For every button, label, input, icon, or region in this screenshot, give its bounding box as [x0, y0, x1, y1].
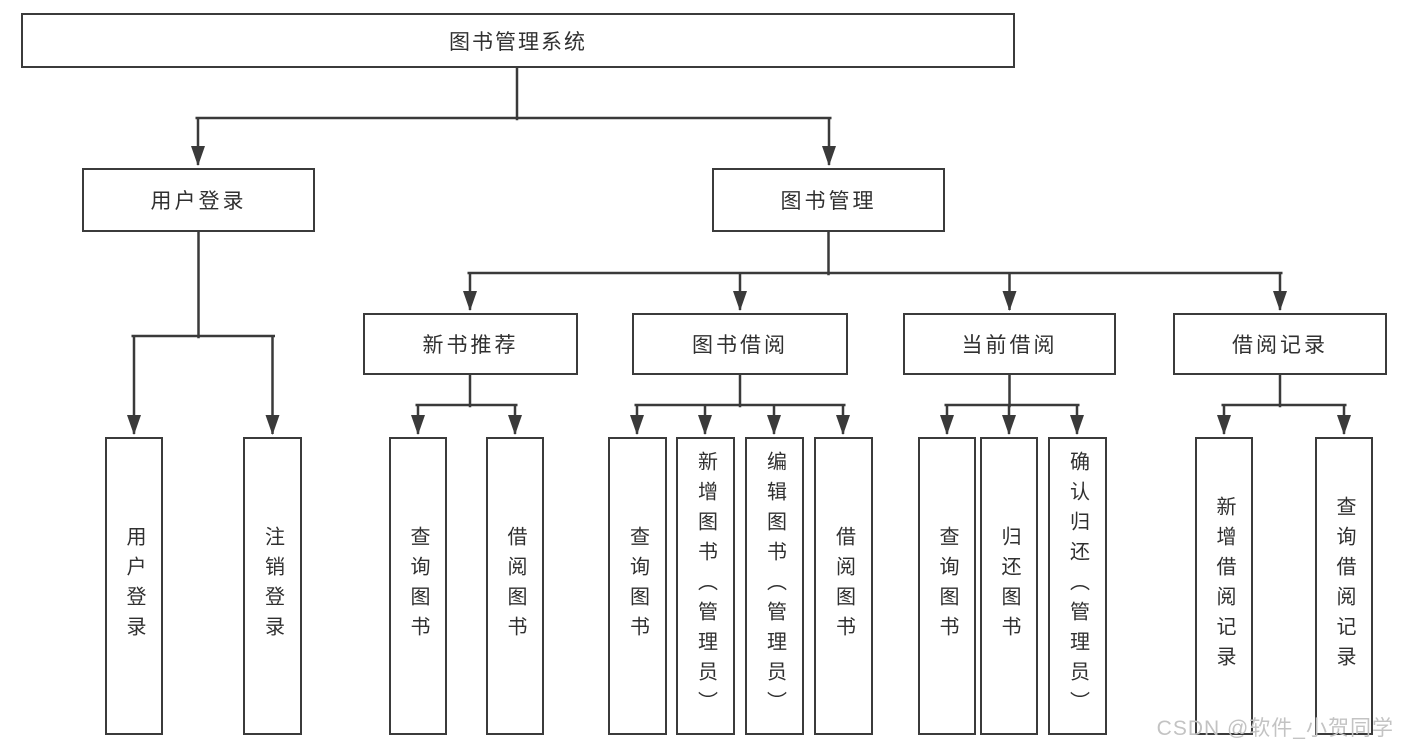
leaf-user-login: 用户登录: [105, 437, 163, 735]
leaf-query-books-borrow: 查询图书: [608, 437, 667, 735]
leaf-logout: 注销登录: [243, 437, 302, 735]
leaf-return-books-label: 归还图书: [998, 526, 1020, 646]
node-user-login-label: 用户登录: [150, 190, 247, 213]
leaf-query-borrow-record: 查询借阅记录: [1315, 437, 1373, 735]
node-book-borrow: 图书借阅: [632, 313, 848, 375]
leaf-borrow-books: 借阅图书: [814, 437, 873, 735]
node-root-label: 图书管理系统: [449, 30, 587, 54]
leaf-query-books-borrow-label: 查询图书: [626, 526, 649, 646]
node-current-borrow-label: 当前借阅: [961, 334, 1058, 357]
node-root: 图书管理系统: [21, 13, 1015, 68]
leaf-query-books-recommend: 查询图书: [389, 437, 447, 735]
node-new-book-recommend-label: 新书推荐: [422, 334, 519, 357]
leaf-add-borrow-record-label: 新增借阅记录: [1213, 496, 1235, 676]
leaf-return-books: 归还图书: [980, 437, 1038, 735]
leaf-query-borrow-record-label: 查询借阅记录: [1333, 496, 1355, 676]
leaf-add-borrow-record: 新增借阅记录: [1195, 437, 1253, 735]
leaf-edit-book-admin-label: 编辑图书（管理员）: [763, 451, 786, 721]
leaf-edit-book-admin: 编辑图书（管理员）: [745, 437, 804, 735]
node-book-borrow-label: 图书借阅: [692, 334, 788, 357]
leaf-borrow-books-label: 借阅图书: [832, 526, 855, 646]
leaf-add-book-admin-label: 新增图书（管理员）: [694, 451, 717, 721]
leaf-borrow-books-recommend: 借阅图书: [486, 437, 544, 735]
node-book-management: 图书管理: [712, 168, 945, 232]
leaf-user-login-label: 用户登录: [123, 526, 145, 646]
leaf-query-books-current: 查询图书: [918, 437, 976, 735]
node-borrow-records-label: 借阅记录: [1232, 334, 1328, 357]
node-user-login: 用户登录: [82, 168, 315, 232]
node-new-book-recommend: 新书推荐: [363, 313, 578, 375]
connector-trunk-lines: [131, 65, 1347, 408]
node-current-borrow: 当前借阅: [903, 313, 1116, 375]
leaf-query-books-recommend-label: 查询图书: [407, 526, 429, 646]
leaf-confirm-return-admin-label: 确认归还（管理员）: [1066, 451, 1089, 721]
leaf-query-books-current-label: 查询图书: [936, 526, 958, 646]
node-borrow-records: 借阅记录: [1173, 313, 1387, 375]
csdn-watermark: CSDN @软件_小贺同学: [1156, 717, 1394, 740]
leaf-logout-label: 注销登录: [261, 526, 284, 646]
connector-arrow-stems: [127, 118, 1351, 435]
node-book-management-label: 图书管理: [780, 190, 877, 213]
leaf-confirm-return-admin: 确认归还（管理员）: [1048, 437, 1107, 735]
leaf-borrow-books-recommend-label: 借阅图书: [504, 526, 526, 646]
leaf-add-book-admin: 新增图书（管理员）: [676, 437, 735, 735]
